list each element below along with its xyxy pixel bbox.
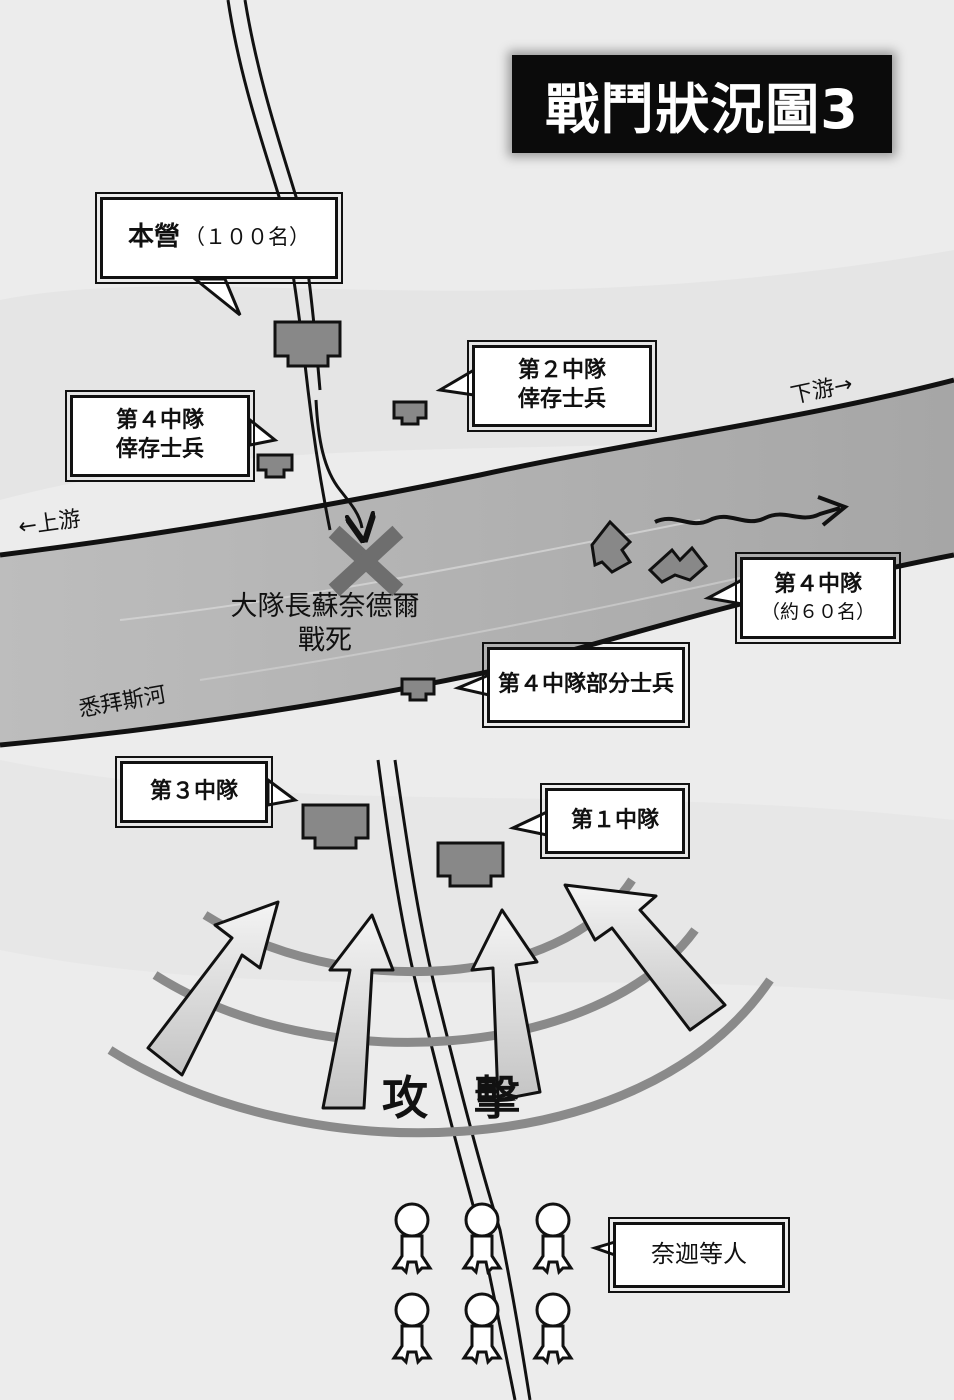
unit-marker-c4-survivors: [256, 453, 294, 479]
callout-company4-count: （約６０名）: [760, 600, 875, 623]
unit-marker-c2-survivors: [392, 400, 428, 426]
unit-marker-hq: [273, 320, 342, 368]
naga-group-figures: [391, 1202, 574, 1366]
callout-company2-line1: 第２中隊: [517, 358, 606, 384]
callout-company1: 第１中隊: [540, 783, 690, 859]
unit-marker-c1: [436, 841, 505, 888]
attack-arrow-2: [321, 913, 395, 1110]
person-icon: [532, 1292, 574, 1366]
unit-marker-c4-part: [400, 677, 436, 702]
callout-company4-surv-line1: 第４中隊: [115, 408, 204, 434]
callout-naga-label: 奈迦等人: [651, 1240, 747, 1269]
attack-arrow-1: [146, 900, 280, 1077]
callout-company4-part: 第４中隊部分士兵: [482, 642, 690, 728]
person-icon: [532, 1202, 574, 1276]
callout-company3: 第３中隊: [115, 756, 273, 828]
callout-hq-label: 本營: [127, 222, 180, 253]
attack-arc-outer: [107, 977, 774, 1138]
label-commander-death-line1: 大隊長蘇奈德爾: [230, 591, 420, 622]
callout-tail-c4-survivors: [248, 416, 279, 447]
unit-marker-c3: [301, 803, 370, 850]
person-icon: [391, 1292, 433, 1366]
callout-naga-group: 奈迦等人: [608, 1217, 790, 1293]
callout-company2-survivors: 第２中隊 倖存士兵: [467, 340, 657, 432]
callout-company2-line2: 倖存士兵: [517, 387, 606, 412]
callout-company4-survivors: 第４中隊 倖存士兵: [65, 390, 255, 482]
callout-company4: 第４中隊 （約６０名）: [735, 552, 901, 644]
callout-company4-surv-line2: 倖存士兵: [115, 437, 204, 462]
callout-company3-label: 第３中隊: [149, 778, 238, 804]
attack-arc-middle: [152, 927, 699, 1047]
river-body: [0, 380, 954, 745]
label-commander-death-line2: 戰死: [298, 624, 352, 656]
diagram-title: 戰鬥狀況圖3: [512, 55, 892, 153]
death-mark-icon: [328, 525, 404, 597]
broken-unit-icon: [647, 545, 709, 584]
callout-company4-label: 第４中隊: [773, 572, 862, 598]
person-icon: [461, 1202, 503, 1276]
attack-arrow-4: [563, 883, 727, 1032]
callout-company4-part-label: 第４中隊部分士兵: [497, 671, 674, 697]
callout-tail-c3: [266, 777, 299, 807]
callout-hq-count: （１００名）: [184, 225, 310, 250]
label-commander-death: 大隊長蘇奈德爾 戰死: [205, 590, 445, 658]
retreat-wave-arrow: [654, 506, 841, 526]
attack-arrow-3: [470, 908, 542, 1102]
callout-tail-hq: [190, 277, 242, 317]
route-arrow: [314, 399, 362, 528]
river-bank-north: [0, 377, 954, 558]
callout-hq: 本營 （１００名）: [95, 192, 343, 284]
person-icon: [461, 1292, 503, 1366]
callout-company1-label: 第１中隊: [570, 807, 659, 833]
person-icon: [391, 1202, 433, 1276]
label-attack: 攻 擊: [382, 1071, 520, 1125]
broken-unit-icon: [590, 519, 633, 574]
